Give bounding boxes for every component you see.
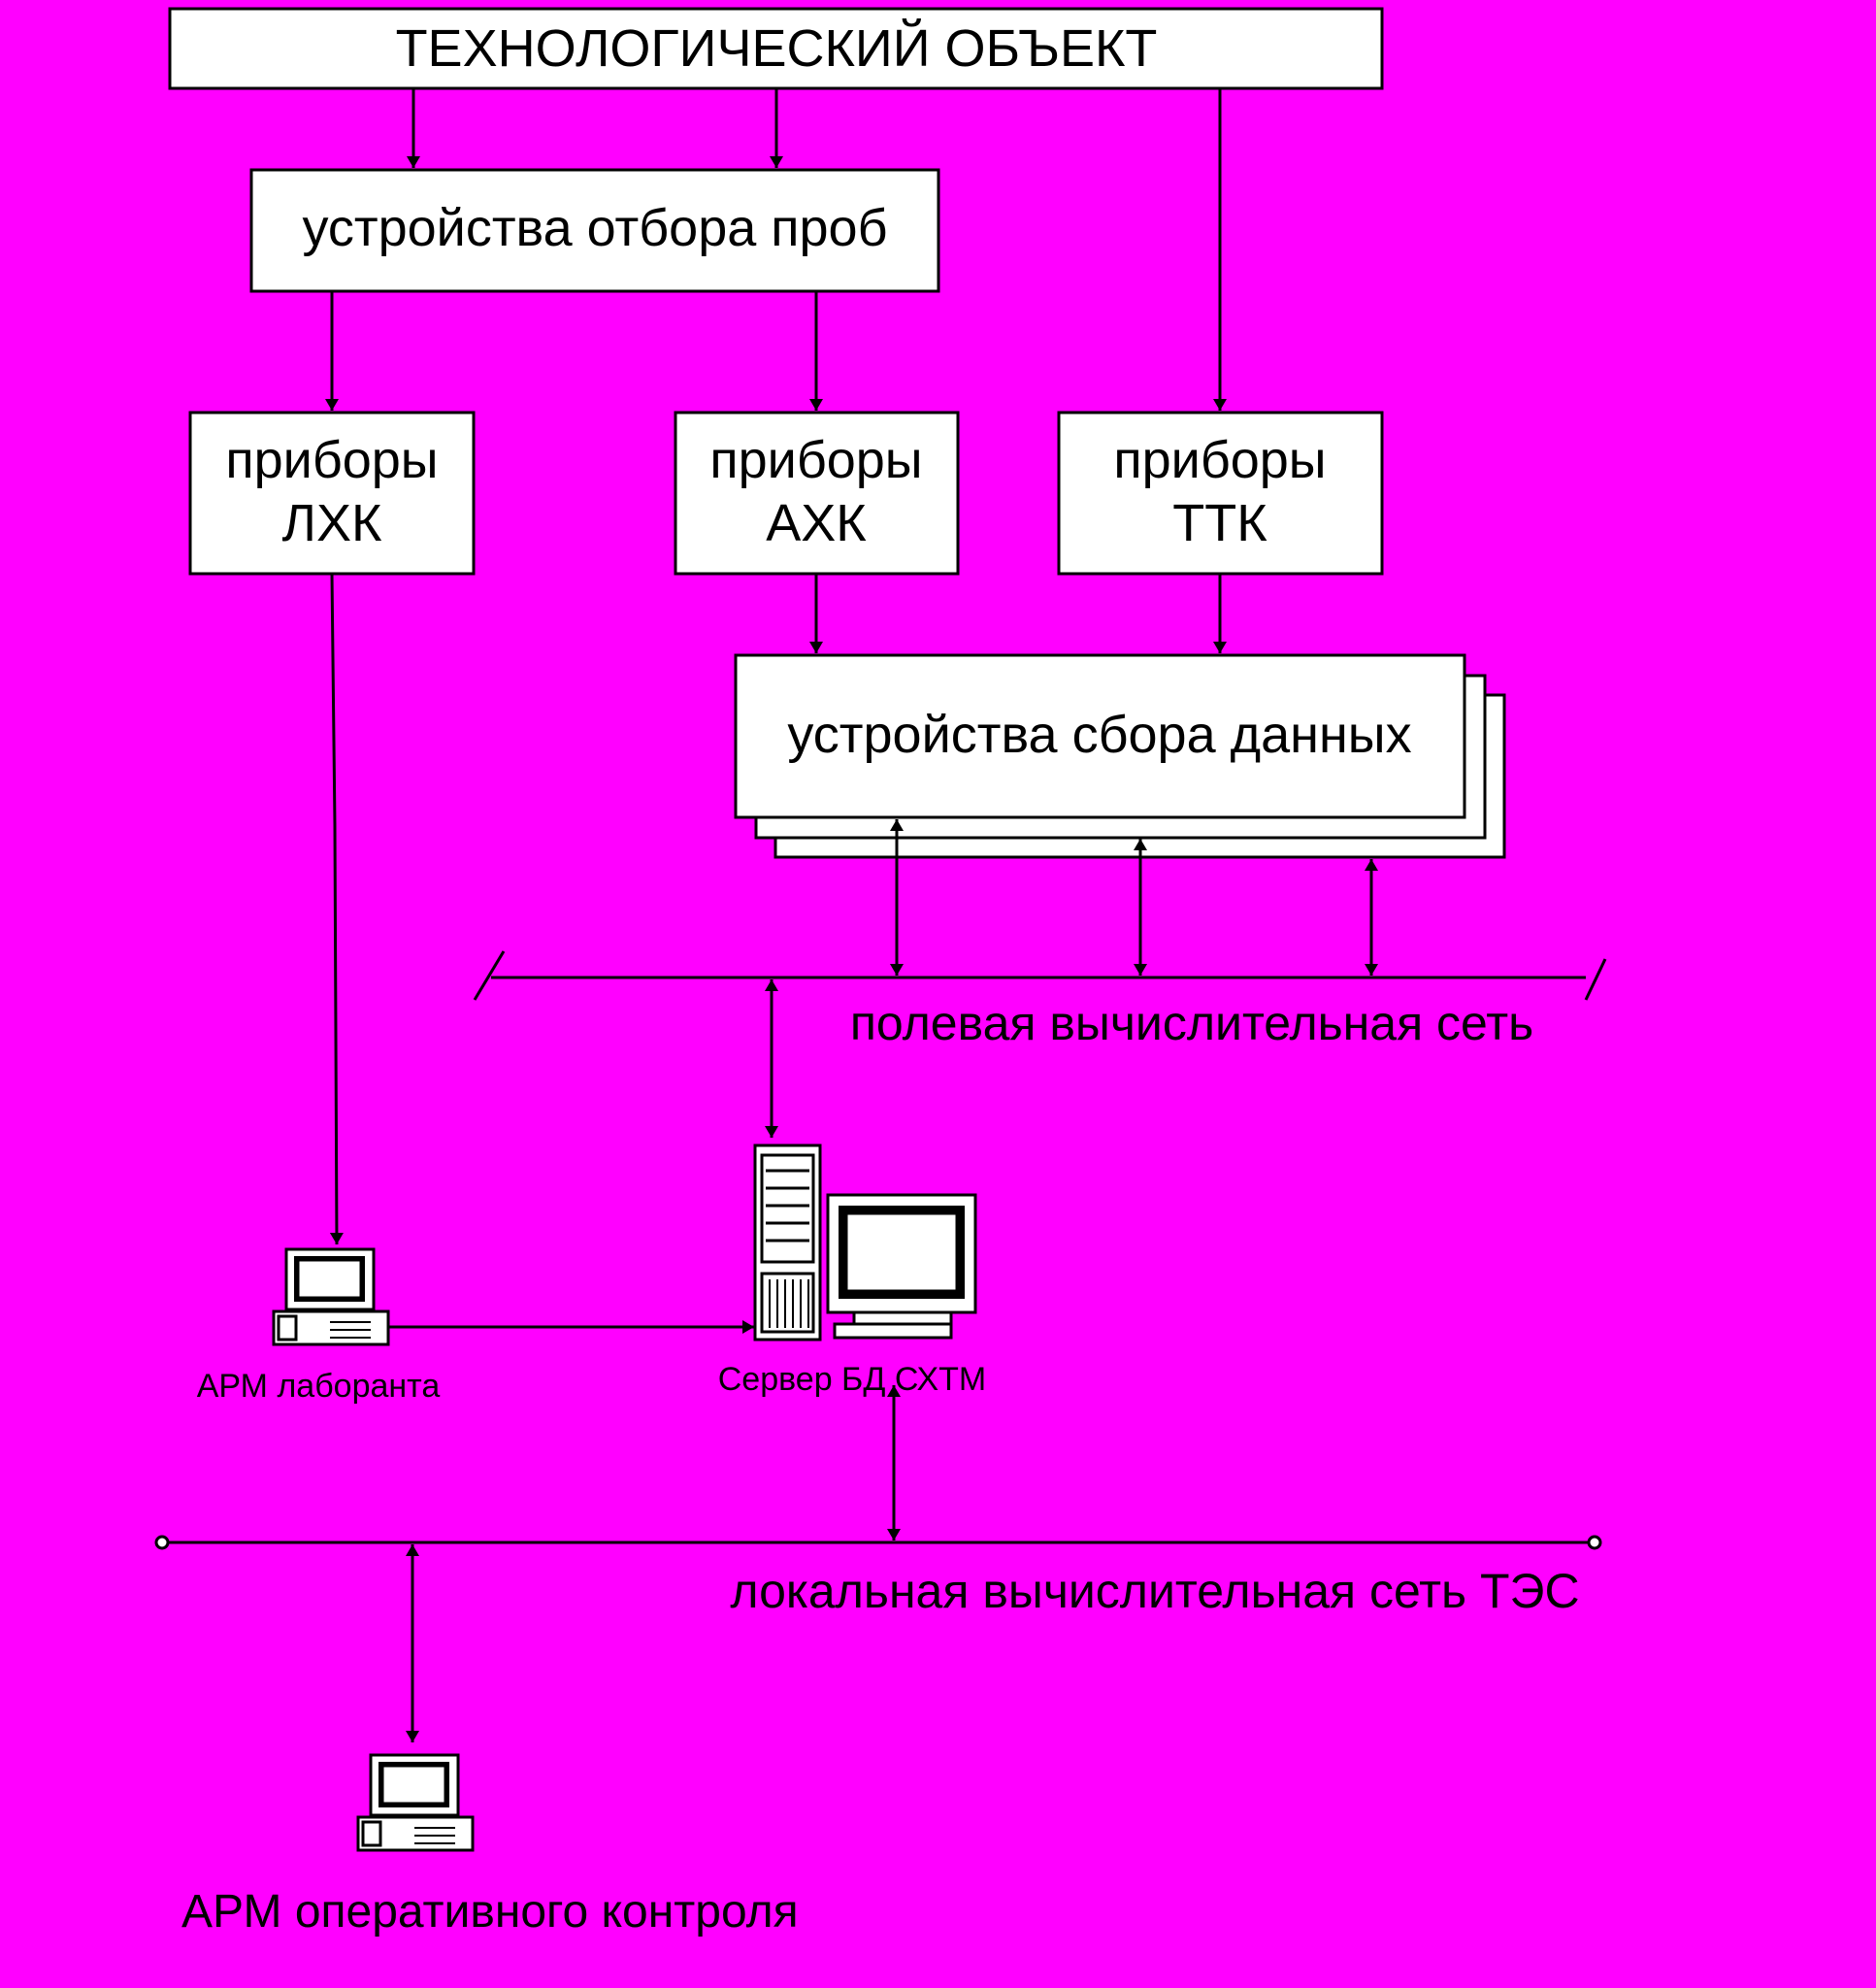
sampling-devices-block: устройства отбора проб (249, 168, 940, 293)
data-collection-label: устройства сбора данных (787, 706, 1411, 764)
instruments-lhk-block: приборы ЛХК (188, 411, 476, 576)
instruments-ttk-block: приборы ТТК (1057, 411, 1384, 576)
data-collection-block: устройства сбора данных (734, 653, 1506, 859)
instruments-lhk-line2: ЛХК (282, 494, 382, 552)
local-network: локальная вычислительная сеть ТЭС (154, 1535, 1602, 1618)
server: Сервер БД СХТМ (718, 1143, 987, 1398)
local-network-label: локальная вычислительная сеть ТЭС (730, 1564, 1579, 1618)
instruments-ttk-line2: ТТК (1172, 494, 1267, 552)
server-label: Сервер БД СХТМ (718, 1361, 987, 1398)
field-network-label: полевая вычислительная сеть (850, 996, 1533, 1050)
lab-workstation-label: АРМ лаборанта (197, 1368, 441, 1405)
instruments-lhk-line1: приборы (225, 431, 438, 489)
instruments-ahk-line2: АХК (766, 494, 867, 552)
lab-workstation: АРМ лаборанта (197, 1247, 441, 1405)
instruments-ttk-line1: приборы (1113, 431, 1326, 489)
operator-workstation: АРМ оперативного контроля (181, 1753, 799, 1938)
technological-object-block: ТЕХНОЛОГИЧЕСКИЙ ОБЪЕКТ (168, 7, 1384, 90)
instruments-ahk-block: приборы АХК (674, 411, 960, 576)
technological-object-label: ТЕХНОЛОГИЧЕСКИЙ ОБЪЕКТ (396, 18, 1158, 78)
desktop-computer-icon (272, 1247, 390, 1346)
desktop-computer-icon (356, 1753, 475, 1852)
connector-arrows-top (325, 88, 1227, 1245)
sampling-devices-label: устройства отбора проб (302, 199, 887, 257)
operator-workstation-label: АРМ оперативного контроля (181, 1886, 799, 1938)
instruments-ahk-line1: приборы (709, 431, 922, 489)
server-tower-monitor-icon (753, 1143, 977, 1342)
field-network: полевая вычислительная сеть (473, 819, 1607, 1138)
